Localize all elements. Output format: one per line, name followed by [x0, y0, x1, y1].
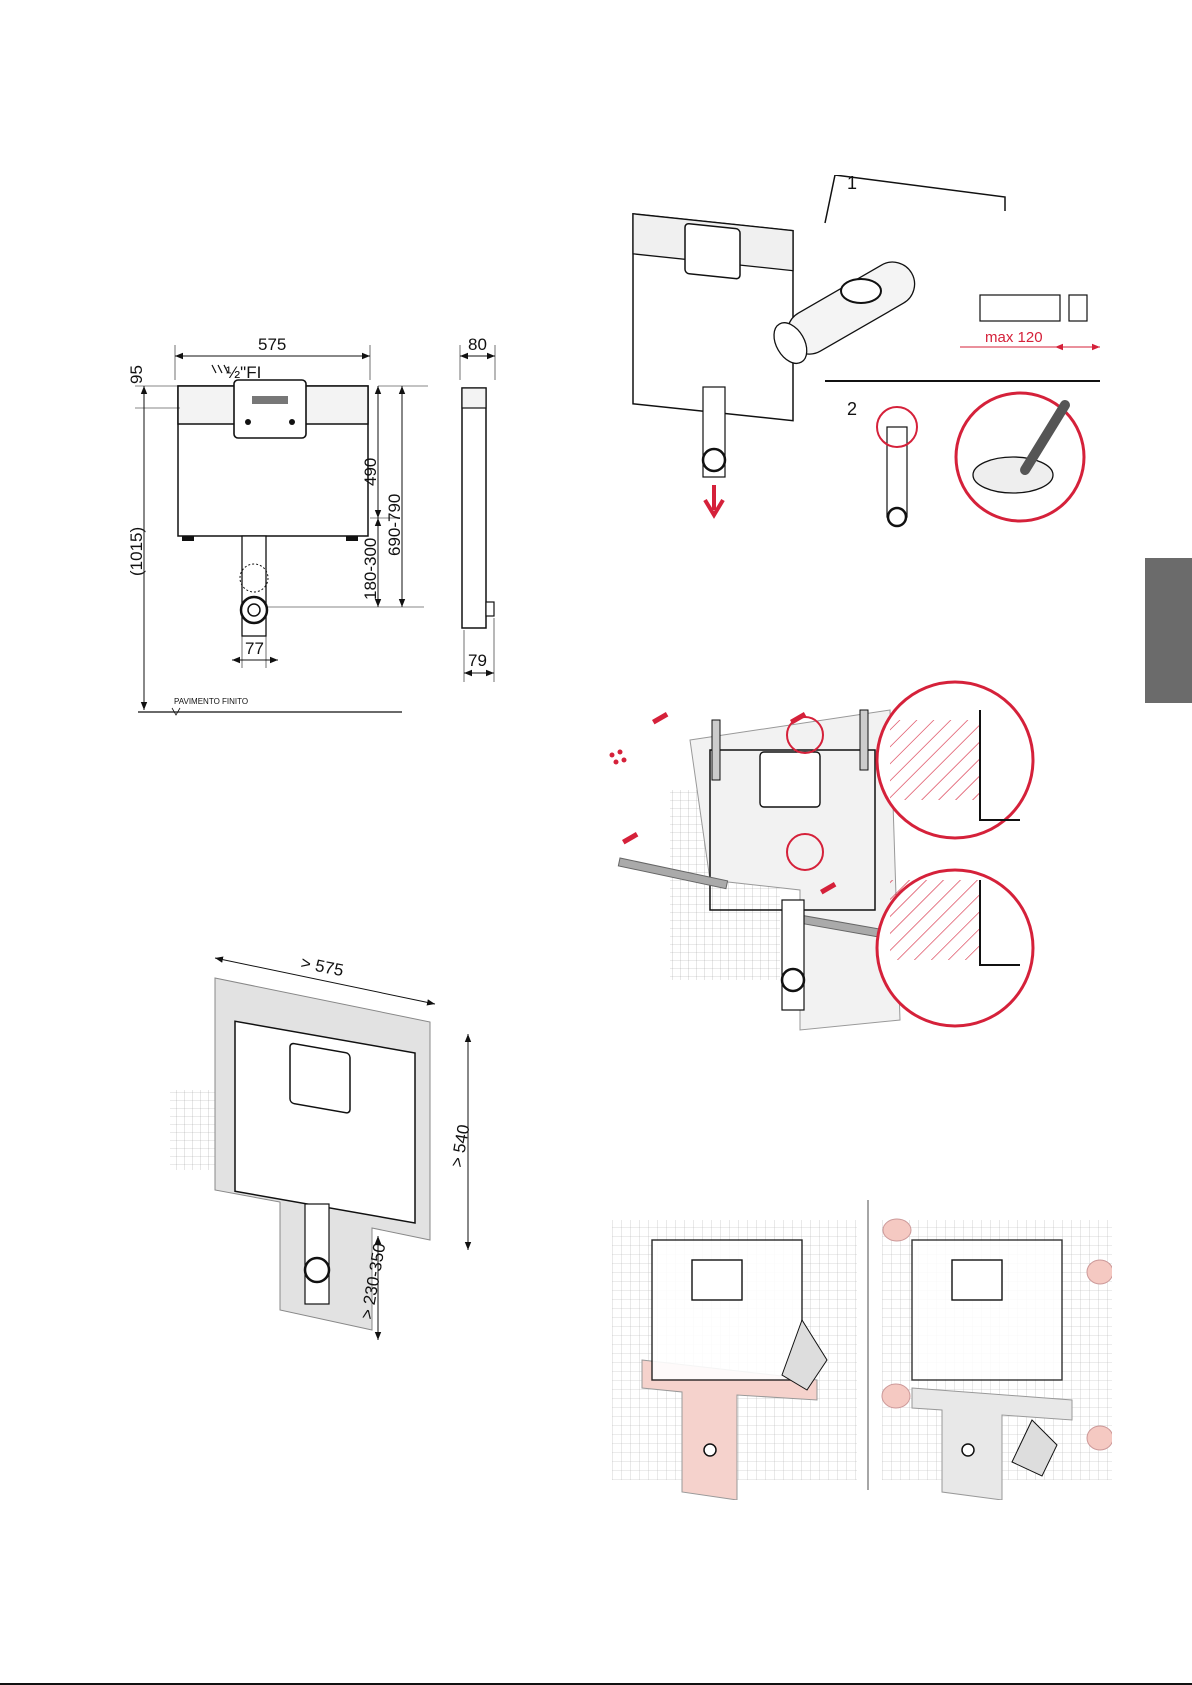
top-label: 95 — [127, 365, 146, 384]
section-tab — [1145, 558, 1192, 703]
pipe-depth-label: 79 — [468, 651, 487, 670]
flush-height-label: 180-300 — [361, 538, 380, 600]
max-cut-label: max 120 — [985, 329, 1043, 346]
flush-mechanism — [234, 380, 306, 438]
width-label: 575 — [258, 335, 286, 354]
niche-height-label: > 540 — [447, 1123, 473, 1169]
down-arrow-icon — [705, 485, 723, 515]
pipe-offset-label: 77 — [245, 639, 264, 658]
overall-label: (1015) — [127, 527, 146, 576]
dimension-drawing: 575 ½"FI 95 (1015) 490 690-790 180-300 7… — [120, 320, 580, 780]
wall-fixing-drawing — [600, 680, 1120, 1040]
niche-width-label: > 575 — [299, 953, 345, 980]
niche-drawing: > 575 > 540 > 230-350 — [160, 940, 540, 1360]
step-2-label: 2 — [847, 399, 857, 419]
depth-label: 80 — [468, 335, 487, 354]
pipe-cut-drawing: 1 max 120 2 — [625, 175, 1105, 555]
floor-label: PAVIMENTO FINITO — [174, 697, 248, 706]
inlet-label: ½"FI — [226, 363, 261, 382]
tank-height-label: 490 — [361, 458, 380, 486]
side-view — [462, 388, 486, 628]
plastering-drawing — [612, 1200, 1112, 1500]
total-height-label: 690-790 — [385, 494, 404, 556]
